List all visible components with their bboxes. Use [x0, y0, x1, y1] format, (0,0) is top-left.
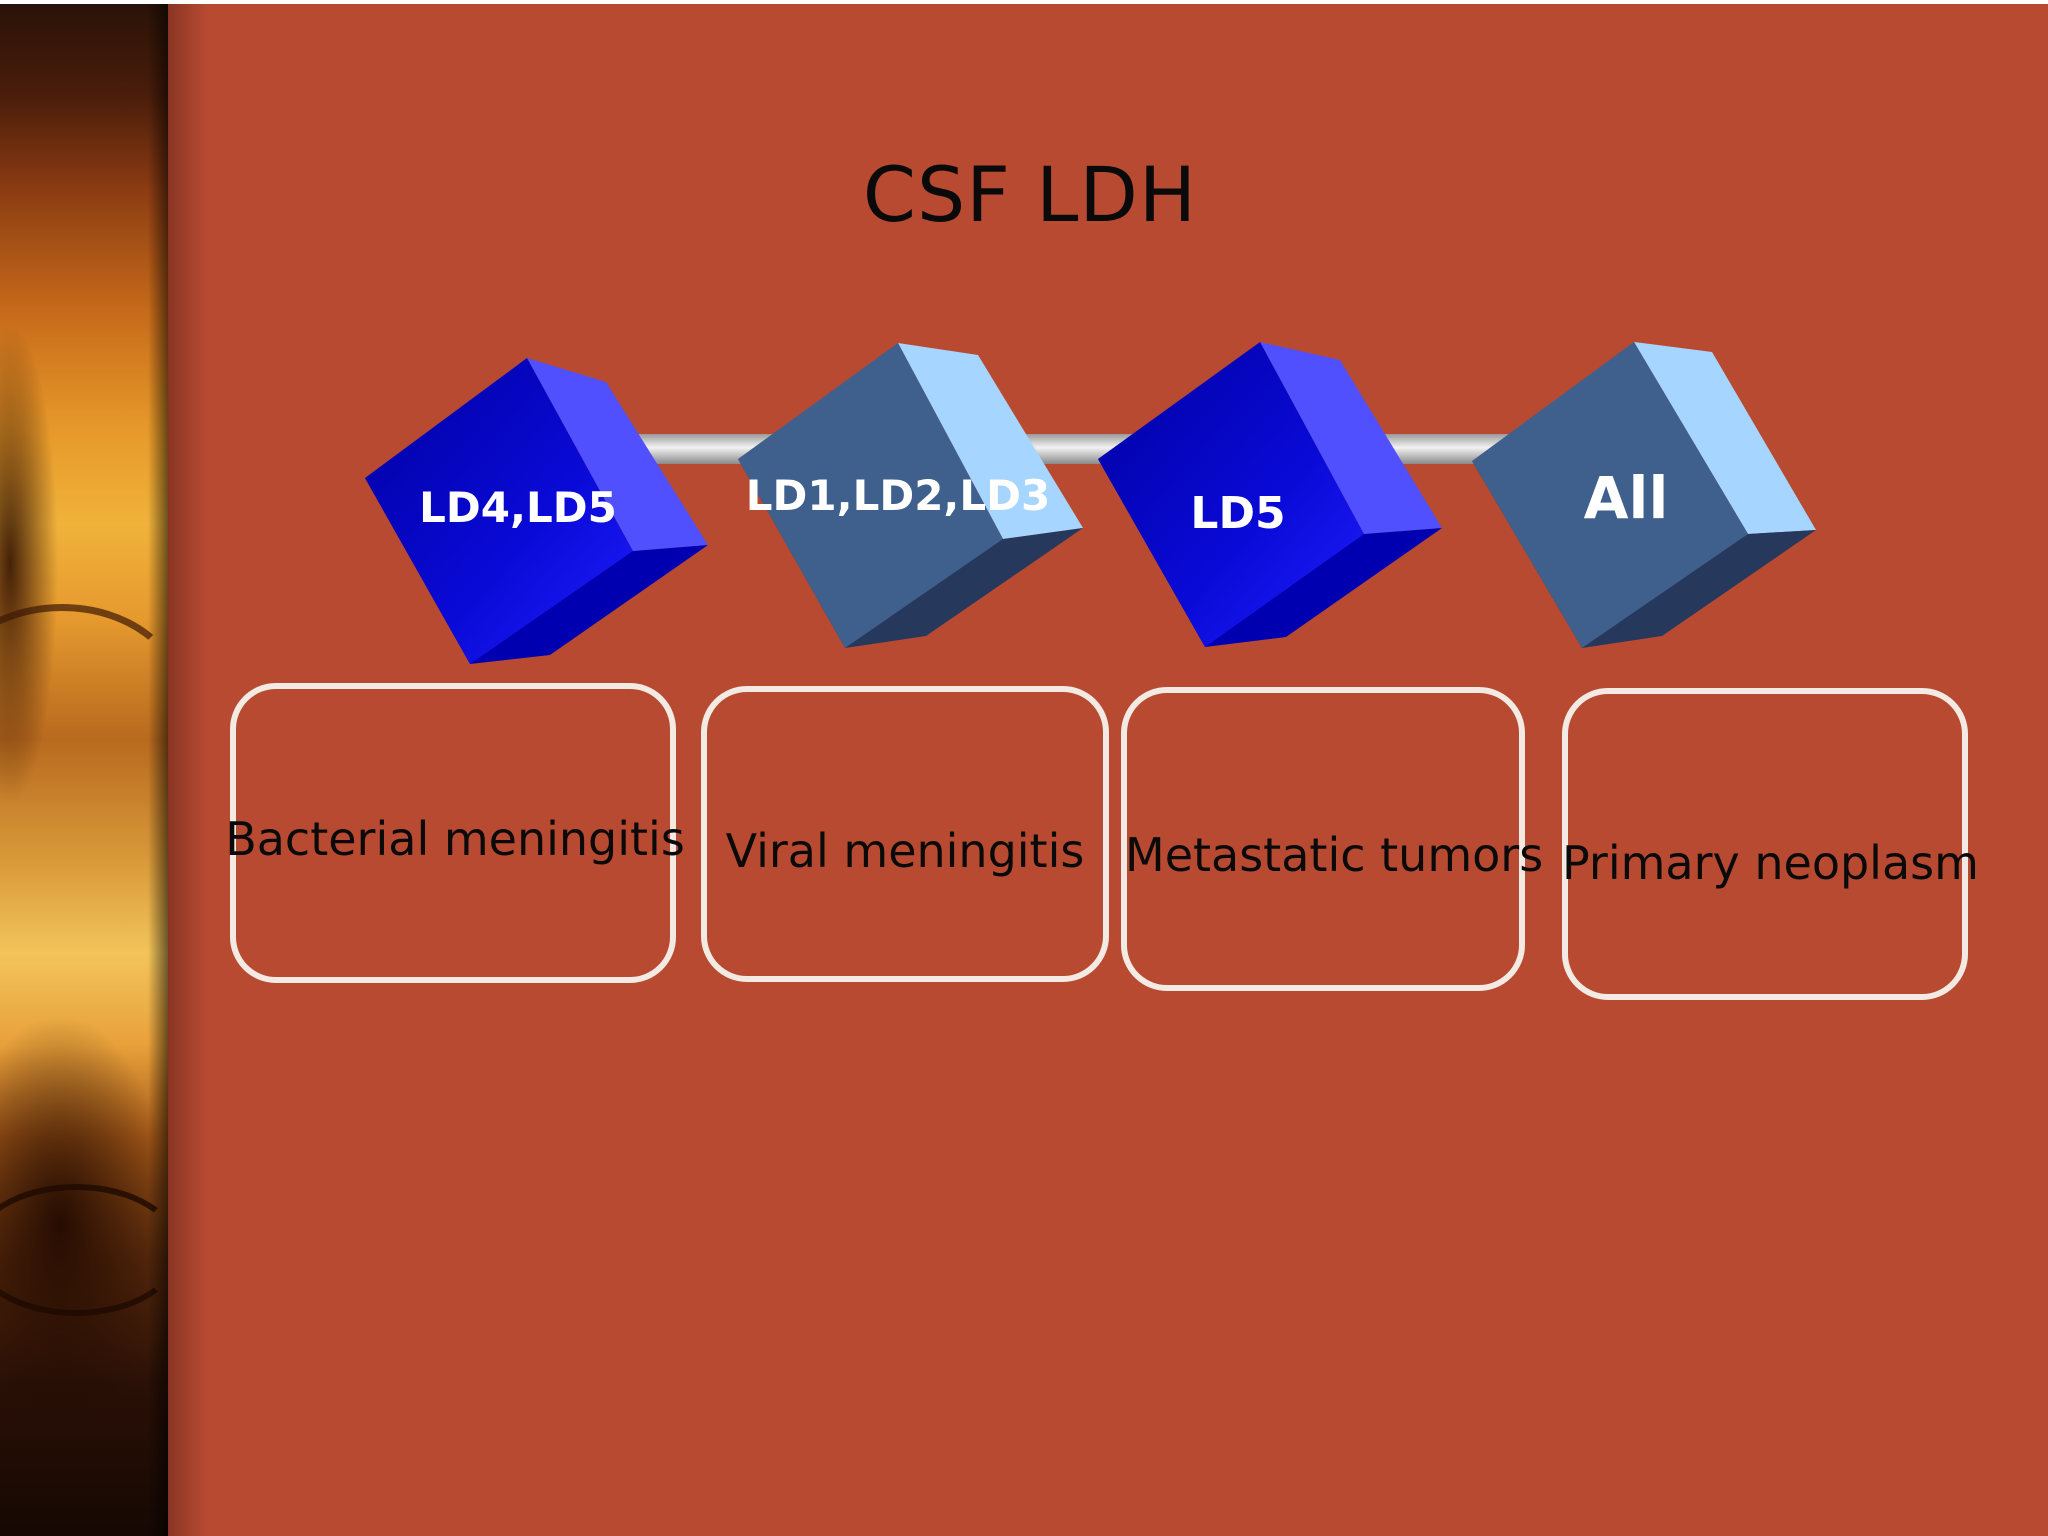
cube-1: LD4,LD5: [365, 358, 708, 664]
cube-4: All: [1472, 342, 1816, 648]
cube-4-label: All: [1584, 464, 1669, 532]
condition-label-3: Metastatic tumors: [1125, 828, 1544, 882]
slide-title: CSF LDH: [862, 150, 1198, 239]
condition-label-2: Viral meningitis: [725, 824, 1085, 878]
cube-3: LD5: [1098, 342, 1442, 647]
condition-box-1: [230, 683, 676, 983]
cube-2: LD1,LD2,LD3: [738, 343, 1083, 648]
condition-box-4: [1562, 688, 1968, 1000]
cube-3-label: LD5: [1190, 488, 1285, 539]
condition-label-1: Bacterial meningitis: [225, 812, 685, 866]
condition-box-2: [701, 686, 1109, 982]
condition-box-3: [1121, 687, 1525, 991]
cube-1-label: LD4,LD5: [419, 483, 617, 532]
cube-2-label: LD1,LD2,LD3: [746, 471, 1050, 520]
condition-label-4: Primary neoplasm: [1562, 836, 1979, 890]
top-border: [0, 0, 2048, 4]
lab-glassware-photo: [0, 4, 184, 1536]
